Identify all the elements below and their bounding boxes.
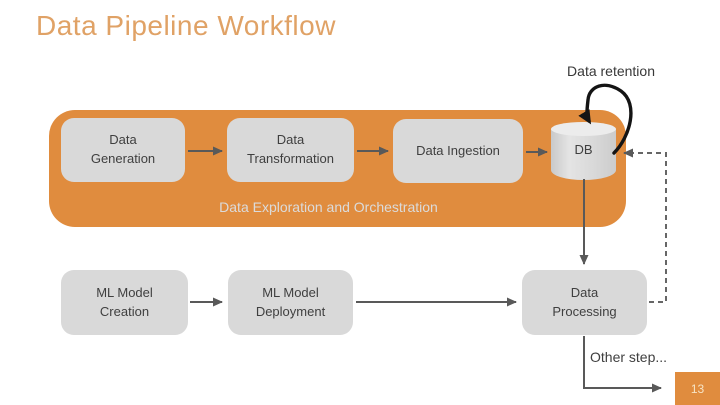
page-number: 13 xyxy=(690,381,705,396)
node-ml-model-deployment: ML Model Deployment xyxy=(228,270,353,335)
data-retention-label: Data retention xyxy=(567,63,655,79)
database-cylinder-top xyxy=(551,122,616,136)
node-data-transformation: Data Transformation xyxy=(227,118,354,182)
node-data-ingestion-label: Data Ingestion xyxy=(416,142,500,158)
database-cylinder: DB xyxy=(551,122,616,180)
node-data-processing-label: Data Processing xyxy=(552,284,617,319)
node-ml-model-deployment-label: ML Model Deployment xyxy=(255,284,326,319)
node-ml-model-creation-label: ML Model Creation xyxy=(96,284,153,319)
node-data-generation-label: Data Generation xyxy=(90,132,156,166)
page-number-badge: 13 xyxy=(675,372,720,405)
db-label: DB xyxy=(574,142,593,157)
page-title: Data Pipeline Workflow xyxy=(36,10,336,41)
node-data-transformation-label: Data Transformation xyxy=(247,132,334,166)
node-ml-model-creation: ML Model Creation xyxy=(61,270,188,335)
band-label: Data Exploration and Orchestration xyxy=(219,199,438,215)
node-data-processing: Data Processing xyxy=(522,270,647,335)
node-data-generation: Data Generation xyxy=(61,118,185,182)
other-step-label: Other step... xyxy=(590,349,668,365)
node-data-ingestion: Data Ingestion xyxy=(393,119,523,183)
